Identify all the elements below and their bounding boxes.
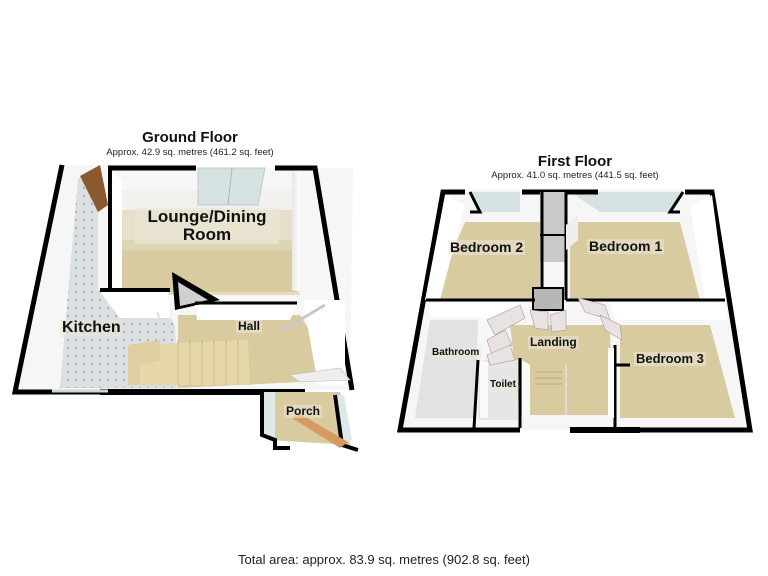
bedroom1-floor (570, 222, 700, 300)
room-label-hall: Hall (236, 319, 263, 333)
room-label-lounge-dining: Lounge/Dining Room (135, 208, 279, 244)
room-label-bedroom-1: Bedroom 1 (587, 238, 665, 254)
first-floor-title: First Floor (537, 153, 613, 170)
room-label-toilet: Toilet (488, 379, 518, 391)
bedroom1-window-icon (570, 192, 680, 212)
bedroom2-window-icon (470, 192, 520, 212)
room-label-kitchen: Kitchen (60, 319, 123, 337)
kitchen-door-icon (80, 165, 108, 212)
room-label-bathroom: Bathroom (430, 347, 482, 359)
first-floor-stairs-icon (535, 365, 567, 415)
room-label-porch: Porch (284, 404, 323, 418)
ground-floor-area: Approx. 42.9 sq. metres (461.2 sq. feet) (106, 147, 274, 158)
lounge-label-line2: Room (182, 224, 232, 244)
first-floor-area: Approx. 41.0 sq. metres (441.5 sq. feet) (491, 170, 659, 181)
landing-doors-icon (486, 297, 623, 366)
room-label-landing: Landing (528, 335, 579, 349)
ground-stairs-icon (128, 340, 250, 385)
bedroom3-floor (620, 325, 735, 418)
room-label-bedroom-2: Bedroom 2 (448, 239, 526, 255)
room-label-bedroom-3: Bedroom 3 (634, 351, 706, 366)
patio-window-icon (197, 167, 266, 206)
ground-floor-title: Ground Floor (142, 129, 238, 146)
lounge-label-line1: Lounge/Dining (147, 207, 267, 226)
bathroom-floor (415, 320, 478, 418)
total-area: Total area: approx. 83.9 sq. metres (902… (238, 552, 530, 567)
front-door-icon (292, 414, 348, 448)
